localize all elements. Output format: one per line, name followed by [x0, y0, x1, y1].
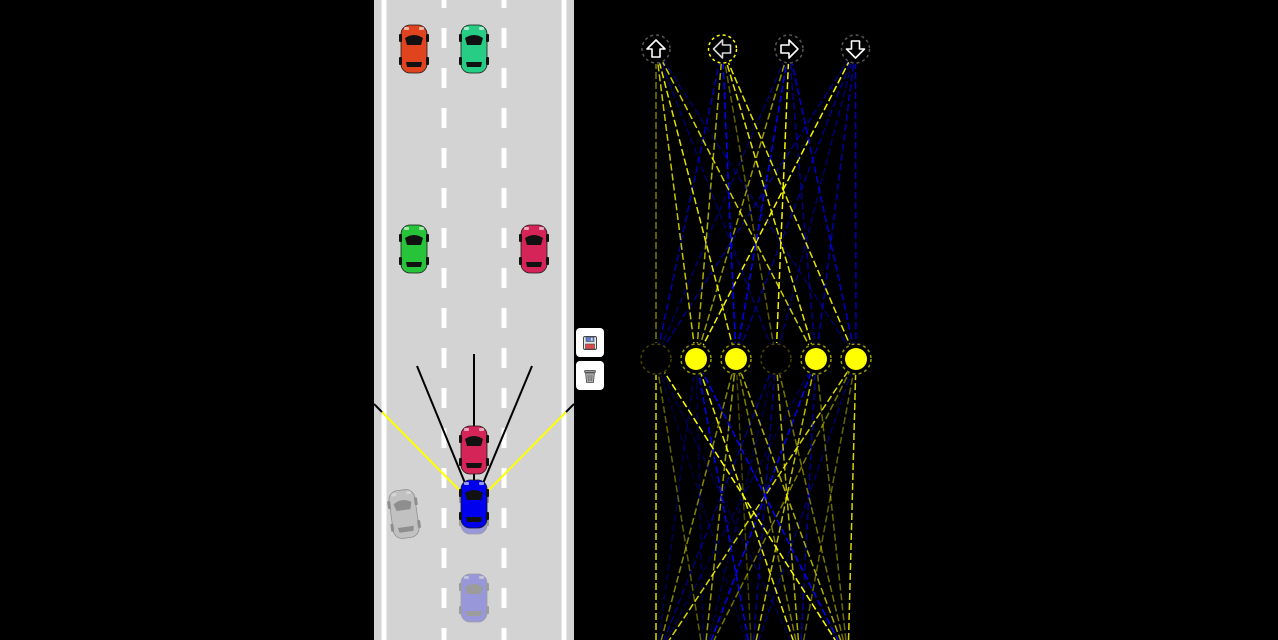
network-link — [735, 358, 752, 640]
road-canvas — [374, 0, 574, 640]
network-link — [815, 48, 857, 360]
network-link — [802, 358, 857, 640]
output-node-ring — [774, 34, 804, 64]
network-nodes — [640, 34, 872, 375]
arrow-left-icon — [712, 39, 732, 59]
network-link — [655, 358, 702, 640]
lane-markings — [381, 0, 567, 640]
network-link — [755, 358, 817, 640]
hidden-node-bias-ring — [640, 343, 672, 375]
discard-button[interactable] — [576, 361, 604, 390]
network-link — [788, 48, 857, 360]
network-link — [775, 358, 800, 640]
hidden-node-bias-ring — [680, 343, 712, 375]
network-link — [708, 358, 777, 640]
hidden-node-backing — [640, 343, 672, 375]
network-link — [695, 358, 839, 640]
hidden-node-bias-ring — [800, 343, 832, 375]
network-link — [655, 48, 817, 360]
output-node-ring — [840, 34, 871, 64]
network-link — [713, 358, 857, 640]
network-link — [655, 48, 737, 360]
network-link — [847, 358, 857, 640]
sensor-ray — [381, 411, 475, 506]
network-link — [655, 48, 777, 360]
network-link — [775, 48, 857, 360]
network-link — [705, 358, 737, 640]
network-link — [655, 48, 857, 360]
network-link — [655, 358, 792, 640]
sensor-ray-beyond-hit — [374, 403, 383, 413]
sensor-ray-beyond-hit — [565, 403, 574, 413]
sensor-ray — [473, 411, 567, 506]
arrow-right-icon — [780, 39, 799, 59]
network-link — [695, 358, 750, 640]
hidden-node — [845, 348, 867, 370]
network-link — [721, 48, 857, 360]
network-link — [775, 48, 790, 360]
network-link — [668, 358, 857, 640]
output-node-ring — [641, 34, 671, 64]
control-panel — [576, 328, 604, 390]
network-link — [775, 358, 844, 640]
network-link — [788, 48, 817, 360]
traffic-car — [519, 224, 549, 274]
network-link — [695, 48, 790, 360]
save-button[interactable] — [576, 328, 604, 357]
network-link — [695, 48, 724, 360]
network-link — [752, 358, 777, 640]
floppy-disk-icon — [583, 335, 597, 350]
network-link — [735, 358, 842, 640]
network-link — [735, 48, 857, 360]
network-link — [735, 358, 797, 640]
network-link — [710, 358, 817, 640]
car-layer — [387, 24, 549, 623]
hidden-node-bias-ring — [760, 343, 792, 375]
network-link — [655, 48, 697, 360]
network-link — [655, 48, 790, 360]
network-link — [721, 48, 817, 360]
road-asphalt — [374, 0, 574, 640]
network-connections — [655, 48, 857, 640]
network-link — [660, 358, 737, 640]
network-link — [655, 358, 747, 640]
network-link — [655, 48, 724, 360]
network-link — [721, 48, 777, 360]
network-link — [854, 48, 857, 360]
network-link — [758, 358, 857, 640]
damaged-ghost-car — [387, 489, 421, 539]
network-link — [695, 48, 857, 360]
hidden-node — [685, 348, 707, 370]
hidden-node-bias-ring — [840, 343, 872, 375]
network-link — [815, 358, 847, 640]
network-link — [695, 358, 794, 640]
traffic-car — [459, 24, 489, 74]
network-link — [657, 358, 697, 640]
ghost-car — [459, 573, 489, 623]
traffic-car — [459, 425, 489, 475]
traffic-car — [399, 24, 429, 74]
best-car — [459, 479, 489, 529]
hidden-node-bias-ring — [720, 343, 752, 375]
network-link — [800, 358, 817, 640]
arrow-up-icon — [646, 39, 666, 58]
neural-network-visualizer — [640, 34, 872, 640]
arrow-down-icon — [845, 40, 866, 59]
network-link — [721, 48, 737, 360]
hidden-node — [725, 348, 747, 370]
network-link — [735, 48, 790, 360]
output-node-ring — [707, 34, 738, 64]
network-link — [663, 358, 777, 640]
hidden-node — [805, 348, 827, 370]
network-link — [695, 358, 705, 640]
traffic-car — [399, 224, 429, 274]
hidden-node-backing — [760, 343, 792, 375]
network-link — [665, 358, 817, 640]
trash-can-icon — [584, 369, 596, 383]
